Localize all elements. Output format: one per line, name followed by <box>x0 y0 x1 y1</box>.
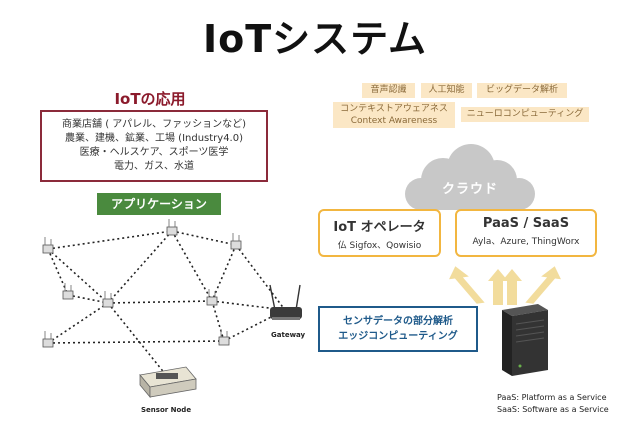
tag-big-data: ビッグデータ解析 <box>477 83 567 98</box>
application-line: 医療・ヘルスケア、スポーツ医学 <box>79 147 229 158</box>
iot-operator-examples: 仏 Sigfox、Qowisio <box>337 241 422 251</box>
page-title: IoTシステム <box>202 17 428 61</box>
application-line: 商業店舗 ( アパレル、ファッションなど) <box>62 119 246 130</box>
server-icon <box>502 304 548 376</box>
gateway-device <box>269 284 302 320</box>
application-label: アプリケーション <box>97 193 221 215</box>
application-line: 農業、建機、鉱業、工場 (Industry4.0) <box>64 133 244 144</box>
tag-context-awareness: コンテキストアウェアネス Context Awareness <box>333 102 455 128</box>
sensor-node-label: Sensor Node <box>141 406 192 414</box>
sensor-node-device <box>139 366 197 399</box>
upload-arrows <box>449 266 561 305</box>
sensor-antennas <box>44 219 240 339</box>
tag-context-jp: コンテキストアウェアネス <box>340 104 448 114</box>
iot-operator-title: IoT オペレータ <box>333 220 426 235</box>
tag-speech-recognition: 音声認識 <box>362 83 415 98</box>
paas-saas-box: PaaS / SaaS Ayla、Azure, ThingWorx <box>455 209 597 257</box>
sensor-network <box>42 219 302 399</box>
applications-box: 商業店舗 ( アパレル、ファッションなど) 農業、建機、鉱業、工場 (Indus… <box>40 110 268 182</box>
network-links <box>47 230 286 376</box>
paas-saas-examples: Ayla、Azure, ThingWorx <box>472 237 580 247</box>
edge-computing-box: センサデータの部分解析 エッジコンピューティング <box>318 306 478 352</box>
tag-neuro-computing: ニューロコンピューティング <box>461 107 589 122</box>
applications-heading: IoTの応用 <box>114 90 186 108</box>
cloud-shape <box>405 144 535 210</box>
cloud-label: クラウド <box>441 182 498 197</box>
sensor-devices <box>42 226 242 348</box>
paas-saas-title: PaaS / SaaS <box>482 216 570 231</box>
gateway-label: Gateway <box>271 331 306 339</box>
tag-ai: 人工知能 <box>421 83 472 98</box>
application-line: 電力、ガス、水道 <box>114 161 194 172</box>
footnote-paas: PaaS: Platform as a Service <box>497 393 607 402</box>
tag-context-en: Context Awareness <box>350 116 438 126</box>
edge-line-1: センサデータの部分解析 <box>343 316 453 327</box>
iot-operator-box: IoT オペレータ 仏 Sigfox、Qowisio <box>318 209 441 257</box>
edge-line-2: エッジコンピューティング <box>338 331 458 342</box>
footnote-saas: SaaS: Software as a Service <box>497 405 609 414</box>
